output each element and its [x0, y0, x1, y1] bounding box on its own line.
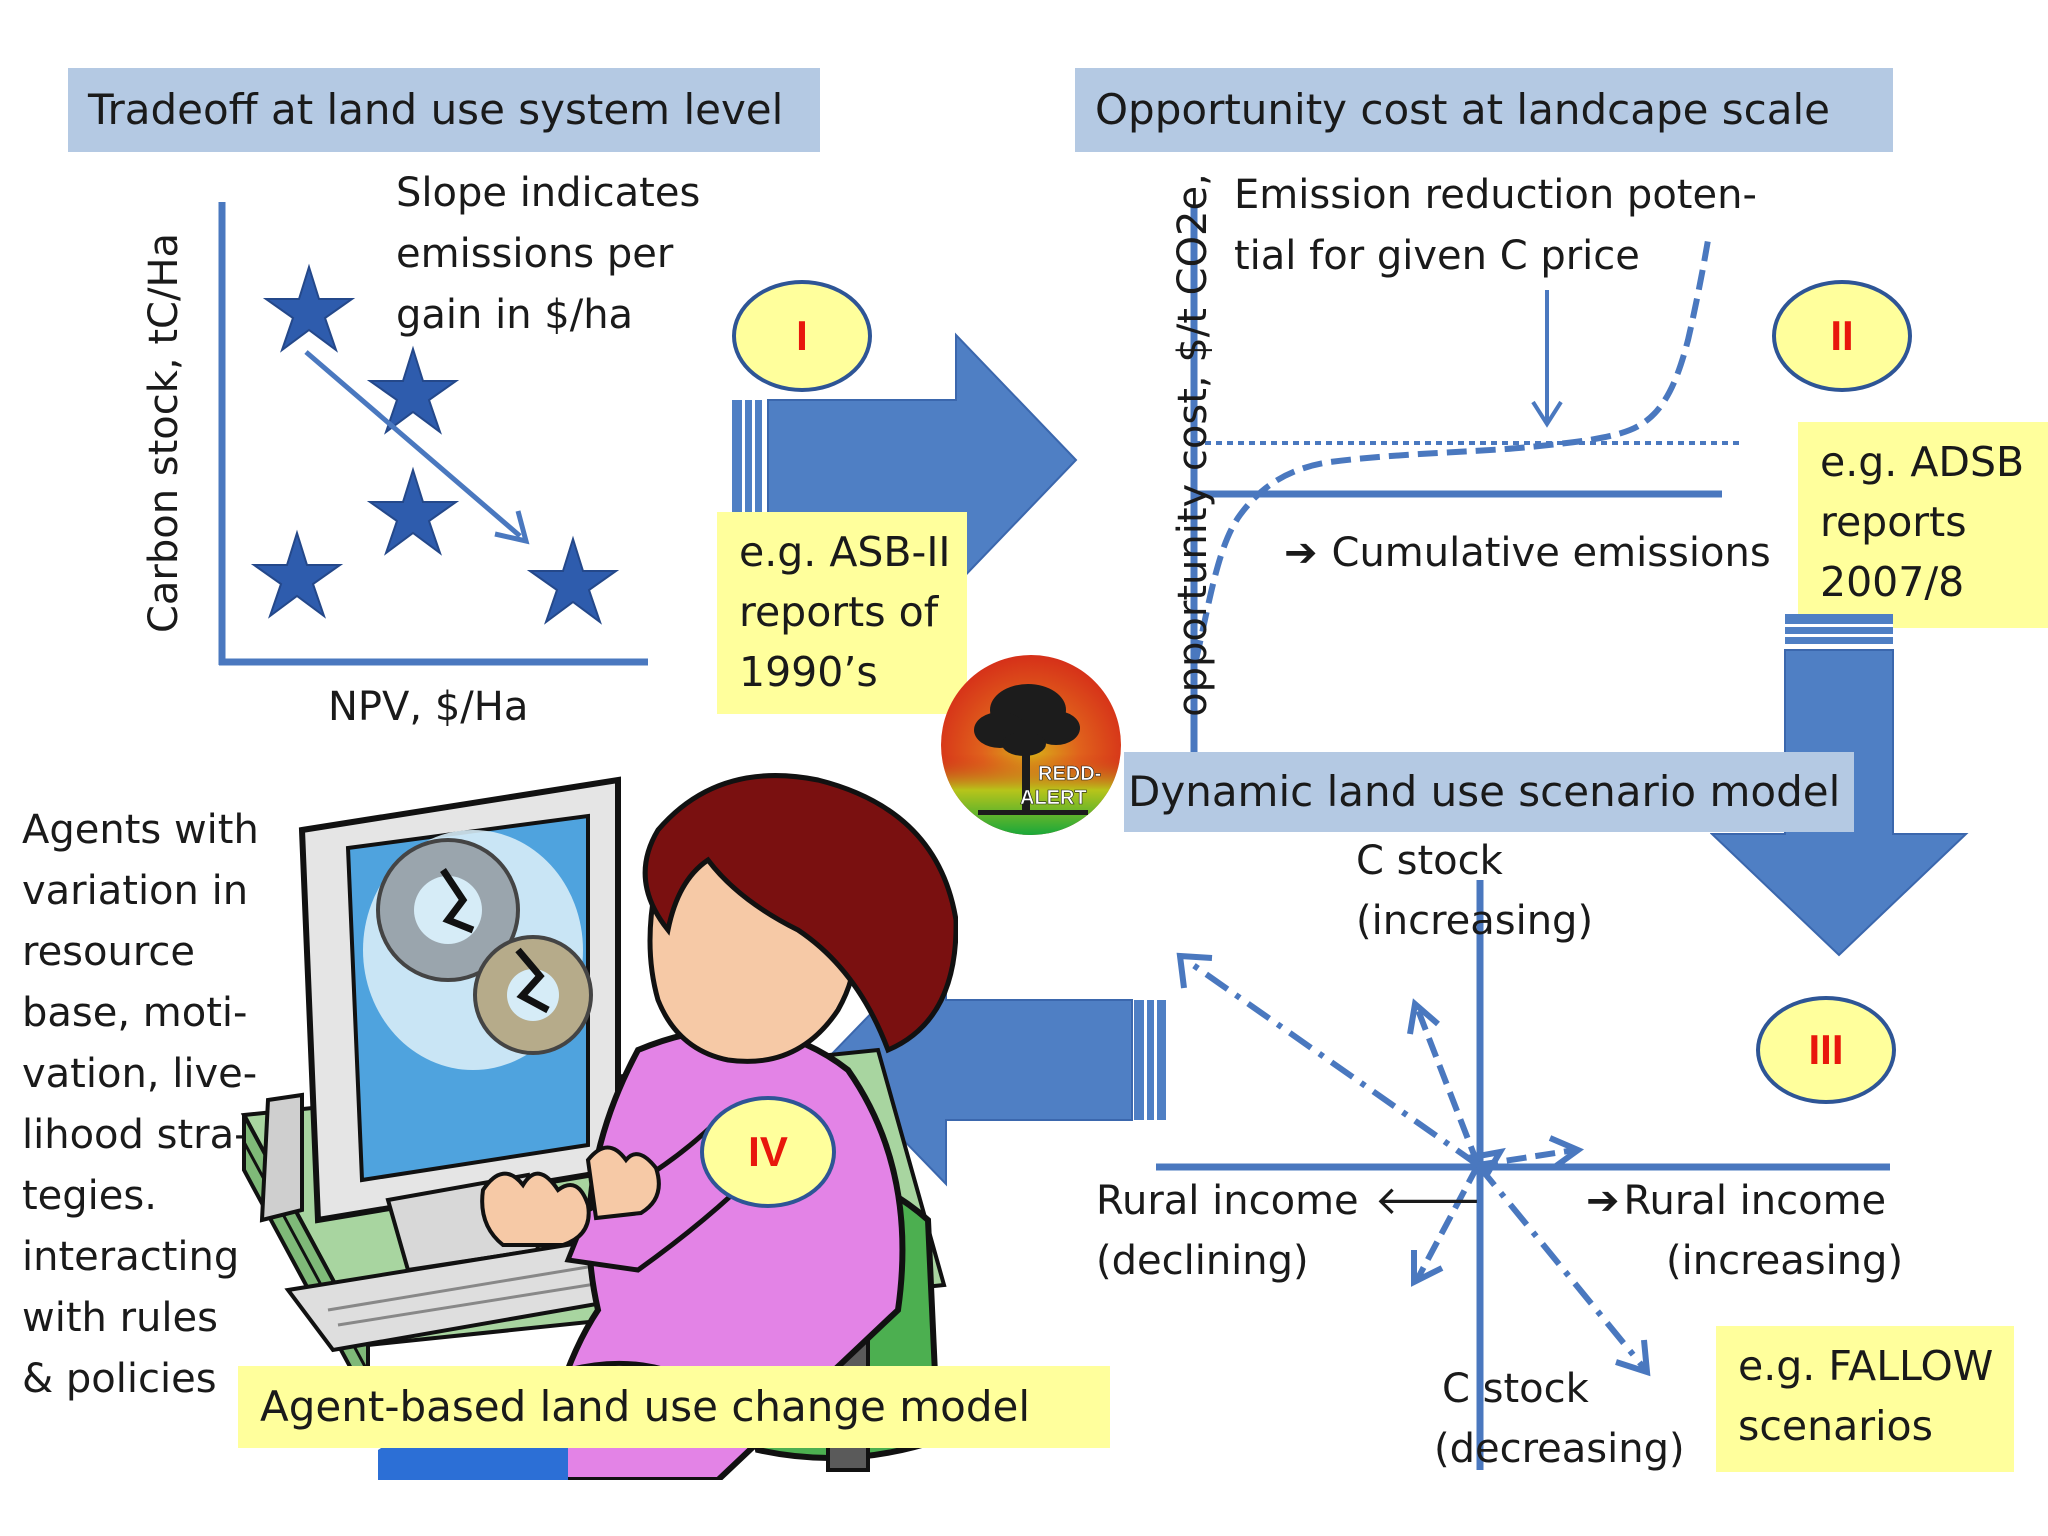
star-icon	[526, 535, 620, 625]
agents-text-line: resource	[22, 929, 196, 975]
panel4-agents-text: Agents with variation in resource base, …	[22, 800, 259, 1410]
panel3-axes	[1156, 880, 1890, 1470]
panel2-note-line3: 2007/8	[1820, 558, 1965, 606]
right-arrow-icon: ➔	[1586, 1178, 1620, 1224]
panel2-cost-curve	[1193, 239, 1711, 661]
panel3-header: Dynamic land use scenario model	[1124, 752, 1854, 832]
left-arrow-icon: 🡐	[1374, 1178, 1482, 1224]
panel1-stars	[250, 263, 620, 625]
panel1-slope-text-1: Slope indicates	[396, 170, 701, 216]
agents-text-line: base, moti-	[22, 990, 248, 1036]
redd-alert-logo-icon: REDD- ALERT	[941, 655, 1121, 835]
agents-text-line: with rules	[22, 1295, 218, 1341]
star-icon	[366, 345, 460, 435]
panel2-price-pointer	[1531, 290, 1563, 428]
panel1-badge: I	[732, 280, 872, 392]
panel2-note: e.g. ADSB reports 2007/8	[1798, 422, 2048, 628]
panel1-note-line2: reports of	[739, 588, 939, 636]
panel1-note-line1: e.g. ASB-II	[739, 528, 951, 576]
panel2-axes	[1190, 205, 1722, 755]
logo-text-1: REDD-	[1038, 763, 1101, 785]
panel2-curve-text-2: tial for given C price	[1234, 233, 1640, 279]
star-icon	[250, 529, 344, 619]
right-arrow-icon: ➔	[1284, 530, 1318, 576]
panel3-right-label-row: ➔Rural income	[1586, 1176, 1886, 1227]
panel1-slope-text-2: emissions per	[396, 231, 674, 277]
panel3-left-label-row: Rural income 🡐	[1096, 1176, 1482, 1227]
panel1-slope-text-3: gain in $/ha	[396, 292, 634, 338]
star-icon	[262, 263, 356, 353]
panel3-right-label-2: (increasing)	[1666, 1238, 1904, 1284]
panel2-note-line1: e.g. ADSB	[1820, 438, 2025, 486]
panel3-top-label-1: C stock	[1356, 838, 1503, 884]
panel1-x-axis-label: NPV, $/Ha	[328, 684, 529, 730]
agents-text-line: Agents with	[22, 807, 259, 853]
star-icon	[366, 466, 460, 556]
agents-text-line: interacting	[22, 1234, 240, 1280]
panel3-left-label-1: Rural income	[1096, 1178, 1359, 1224]
panel3-note-line2: scenarios	[1738, 1402, 1933, 1450]
panel1-note-line3: 1990’s	[739, 648, 878, 696]
panel3-bottom-label-1: C stock	[1442, 1366, 1589, 1412]
panel3-note-line1: e.g. FALLOW	[1738, 1342, 1994, 1390]
panel3-bottom-label-2: (decreasing)	[1434, 1426, 1685, 1472]
panel3-left-label-2: (declining)	[1096, 1238, 1309, 1284]
panel3-note: e.g. FALLOW scenarios	[1716, 1326, 2014, 1472]
panel1-header: Tradeoff at land use system level	[68, 68, 820, 152]
panel4-badge: IV	[700, 1096, 836, 1208]
panel2-x-axis-label-row: ➔ Cumulative emissions	[1284, 528, 1771, 579]
agents-text-line: & policies	[22, 1356, 217, 1402]
panel2-header: Opportunity cost at landcape scale	[1075, 68, 1893, 152]
panel3-scenario-arrows	[1176, 952, 1651, 1377]
panel2-badge: II	[1772, 280, 1912, 392]
panel2-x-axis-label: Cumulative emissions	[1331, 530, 1771, 576]
agents-text-line: variation in	[22, 868, 249, 914]
agents-text-line: lihood stra-	[22, 1112, 249, 1158]
panel3-badge: III	[1756, 996, 1896, 1104]
panel1-note: e.g. ASB-II reports of 1990’s	[717, 512, 967, 714]
panel2-note-line2: reports	[1820, 498, 1967, 546]
panel3-right-label-1: Rural income	[1623, 1178, 1887, 1224]
agents-text-line: tegies.	[22, 1173, 157, 1219]
panel4-header: Agent-based land use change model	[238, 1366, 1110, 1448]
panel1-slope-arrow	[304, 350, 530, 545]
agents-text-line: vation, live-	[22, 1051, 258, 1097]
panel1-axes	[218, 202, 648, 666]
panel3-top-label-2: (increasing)	[1356, 898, 1594, 944]
panel2-curve-text-1: Emission reduction poten-	[1234, 172, 1757, 218]
logo-text-2: ALERT	[1020, 787, 1087, 809]
